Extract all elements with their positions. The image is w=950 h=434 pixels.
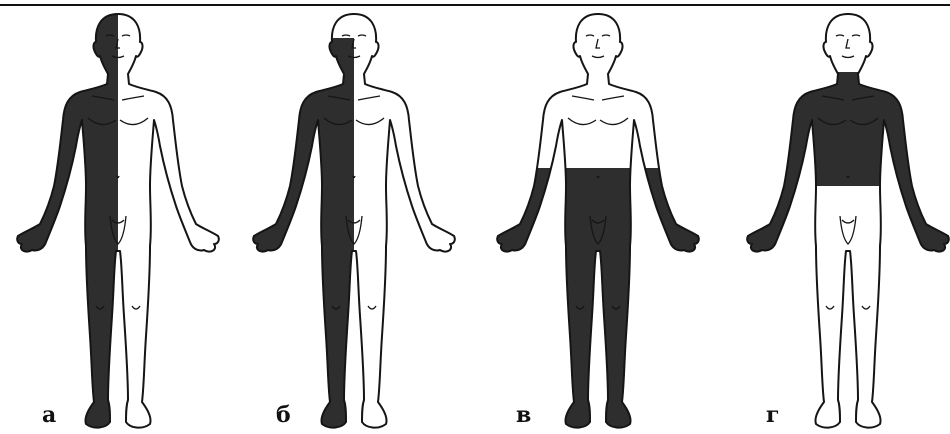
body-outline-a (0, 6, 230, 434)
body-outline-g (730, 6, 950, 434)
panel-label-a: а (42, 404, 56, 426)
figure-v: в (480, 6, 710, 434)
body-outline-b (236, 6, 466, 434)
panel-label-b: б (276, 404, 291, 426)
body-outline-v (480, 6, 710, 434)
shaded-region (480, 168, 710, 434)
figure-a: а (0, 6, 230, 434)
figure-g: г (730, 6, 950, 434)
shaded-region (0, 6, 118, 434)
panel-label-v: в (516, 404, 531, 426)
figure-b: б (236, 6, 466, 434)
panel-label-g: г (766, 404, 779, 426)
